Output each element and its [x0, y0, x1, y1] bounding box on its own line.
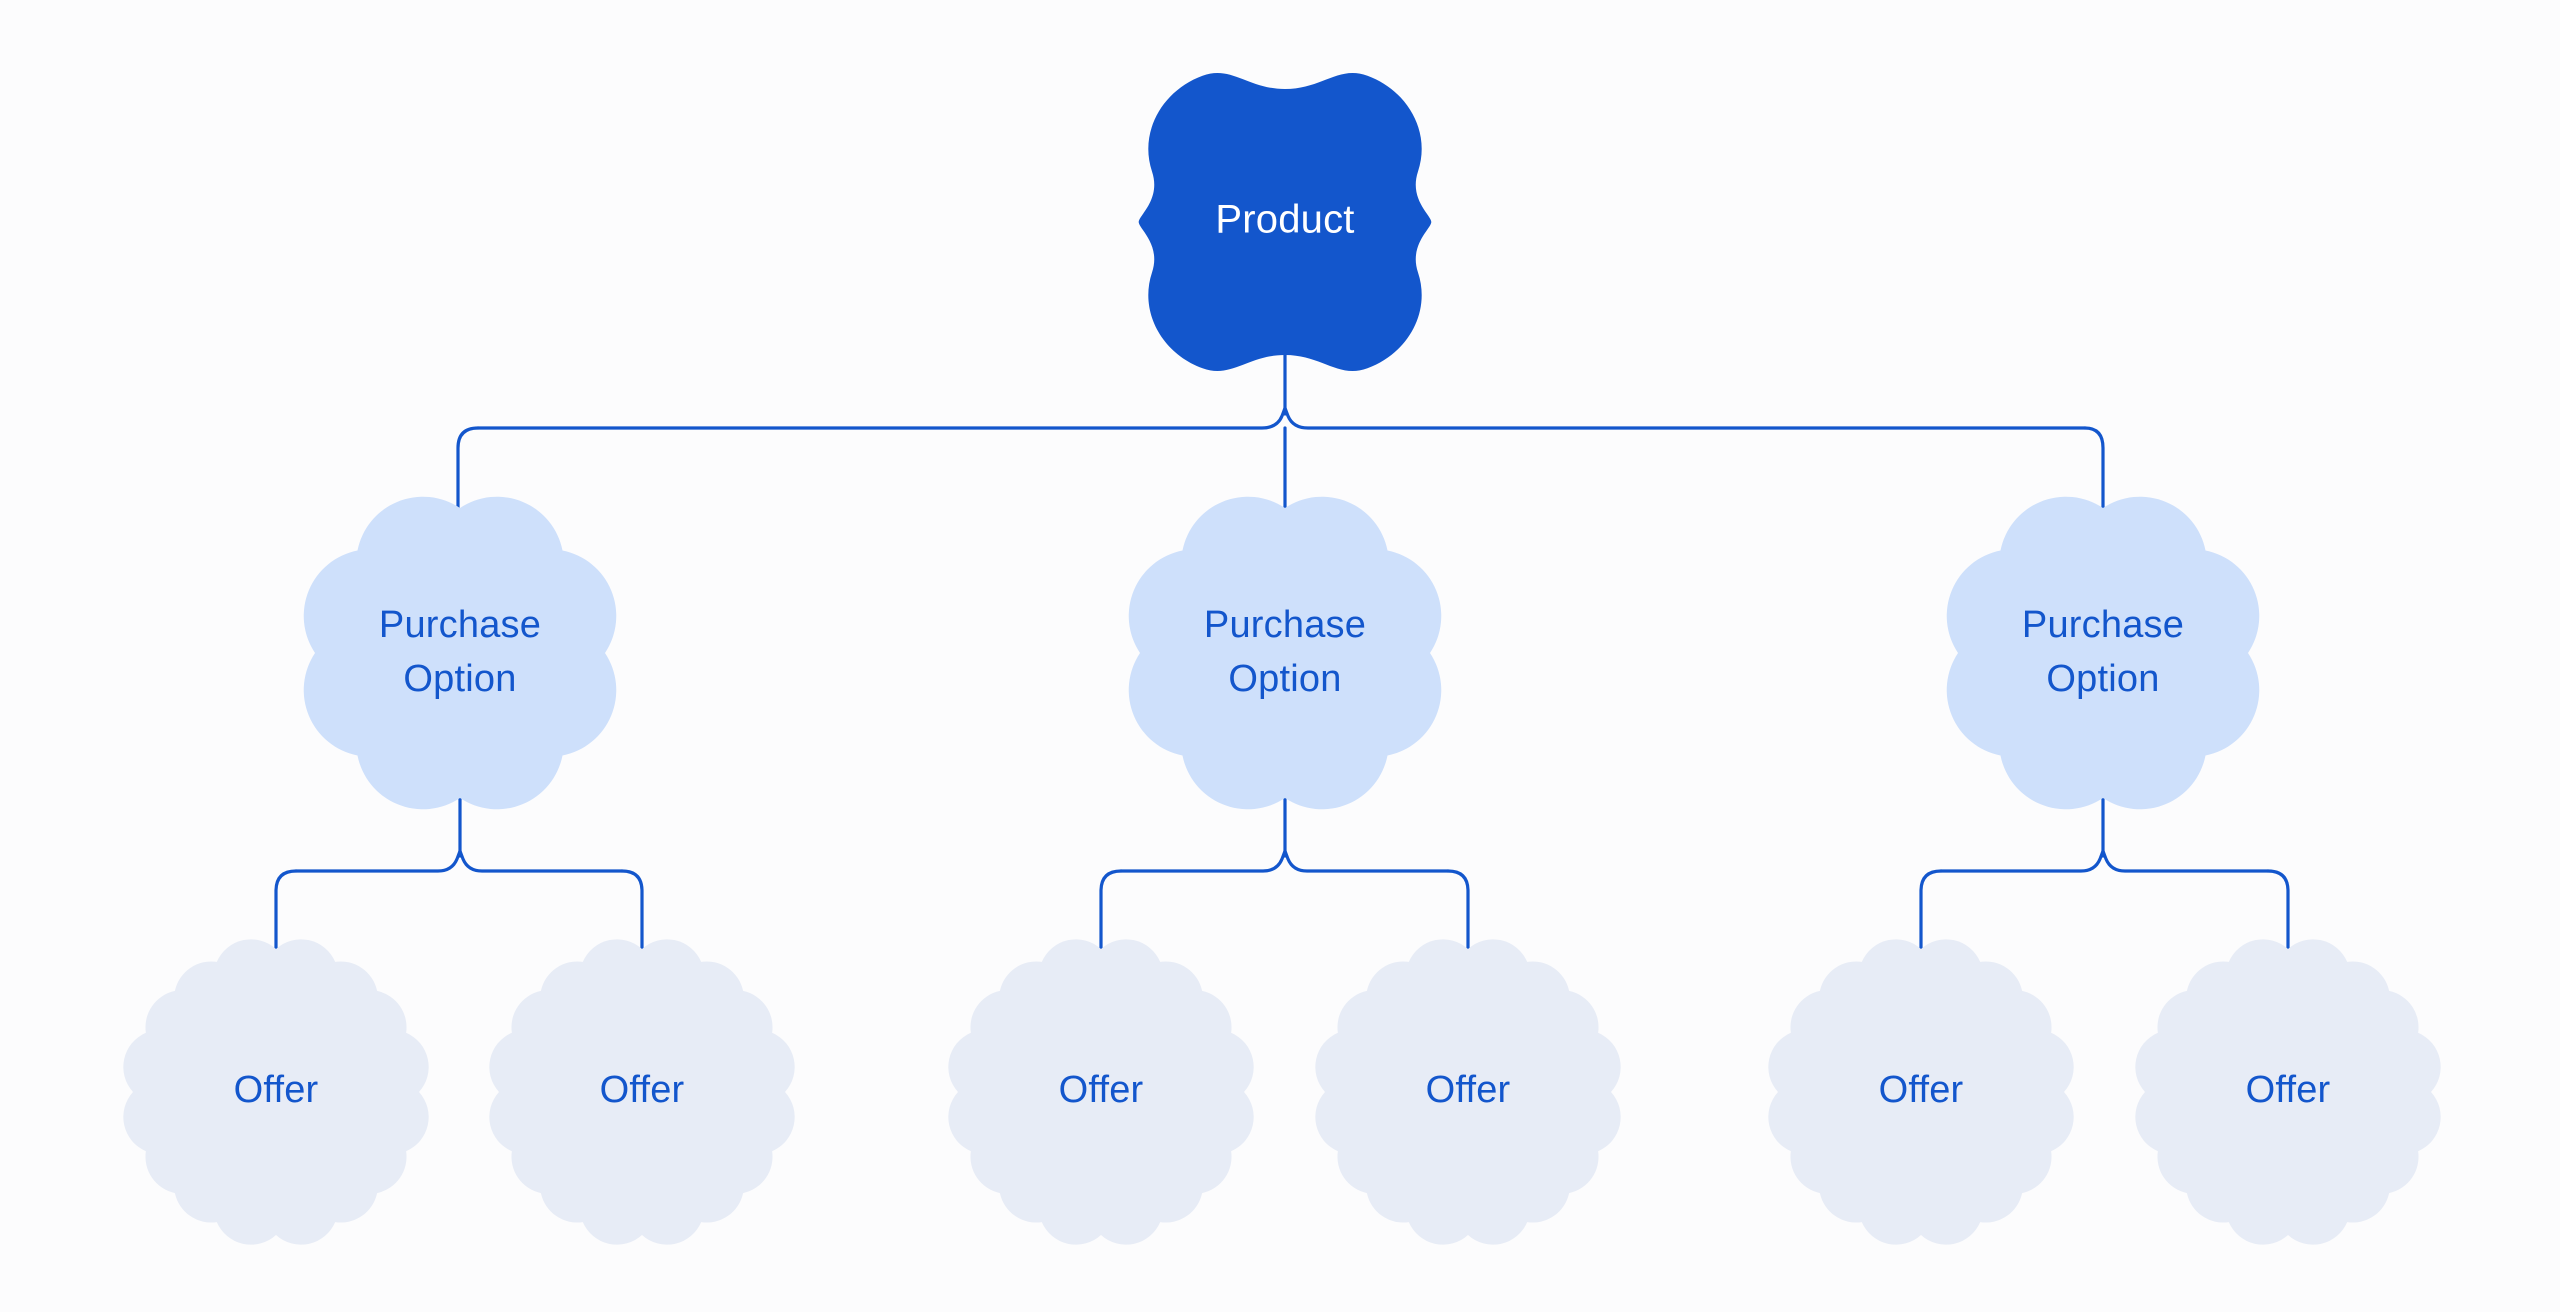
connector-po2-bus: [1119, 849, 1450, 873]
purchase-option-label-line2: Option: [2046, 658, 2159, 700]
node-offer-6[interactable]: Offer: [2135, 939, 2441, 1245]
connector-group-root: [456, 346, 2105, 522]
offer-label: Offer: [234, 1069, 319, 1111]
connector-po3-right-drop: [2266, 869, 2290, 964]
offer-shape: [948, 939, 1254, 1245]
offer-shape: [123, 939, 429, 1245]
connector-group-branch-1: [274, 788, 644, 964]
node-purchase-option-1[interactable]: Purchase Option: [303, 496, 617, 810]
connector-bus-right-drop: [2083, 426, 2105, 522]
offer-shape: [2135, 939, 2441, 1245]
purchase-option-label-line2: Option: [1228, 658, 1341, 700]
connector-group-branch-2: [1099, 788, 1470, 964]
level-3-offers: Offer Offer Offer Offer Offer Offer: [123, 939, 2441, 1245]
node-offer-5[interactable]: Offer: [1768, 939, 2074, 1245]
purchase-option-label-line1: Purchase: [1204, 604, 1366, 646]
node-offer-2[interactable]: Offer: [489, 939, 795, 1245]
connector-po3-left-drop: [1919, 869, 1943, 964]
offer-label: Offer: [1426, 1069, 1511, 1111]
connector-po1-left-drop: [274, 869, 298, 964]
offer-shape: [1315, 939, 1621, 1245]
connector-po2-left-drop: [1099, 869, 1123, 964]
purchase-option-label-line2: Option: [403, 658, 516, 700]
purchase-option-shape: [303, 496, 617, 810]
offer-label: Offer: [1879, 1069, 1964, 1111]
level-1-product: Product: [1138, 72, 1432, 372]
connector-po1-bus: [294, 849, 624, 873]
connector-bus-level2: [476, 406, 2087, 430]
product-label: Product: [1215, 198, 1354, 242]
node-purchase-option-3[interactable]: Purchase Option: [1946, 496, 2260, 810]
node-offer-1[interactable]: Offer: [123, 939, 429, 1245]
connector-bus-left-drop: [456, 426, 480, 522]
node-offer-3[interactable]: Offer: [948, 939, 1254, 1245]
purchase-option-shape: [1946, 496, 2260, 810]
node-product[interactable]: Product: [1138, 72, 1432, 372]
offer-shape: [1768, 939, 2074, 1245]
product-shape: [1138, 72, 1432, 372]
offer-shape: [489, 939, 795, 1245]
purchase-option-label-line1: Purchase: [379, 604, 541, 646]
node-offer-4[interactable]: Offer: [1315, 939, 1621, 1245]
connector-group-branch-3: [1919, 788, 2290, 964]
node-purchase-option-2[interactable]: Purchase Option: [1128, 496, 1442, 810]
offer-label: Offer: [600, 1069, 685, 1111]
purchase-option-shape: [1128, 496, 1442, 810]
offer-label: Offer: [2246, 1069, 2331, 1111]
connector-po2-right-drop: [1446, 869, 1470, 964]
connector-po3-bus: [1939, 849, 2270, 873]
offer-label: Offer: [1059, 1069, 1144, 1111]
connector-po1-right-drop: [620, 869, 644, 964]
purchase-option-label-line1: Purchase: [2022, 604, 2184, 646]
level-2-purchase-options: Purchase Option Purchase Option Purchase…: [303, 496, 2260, 810]
